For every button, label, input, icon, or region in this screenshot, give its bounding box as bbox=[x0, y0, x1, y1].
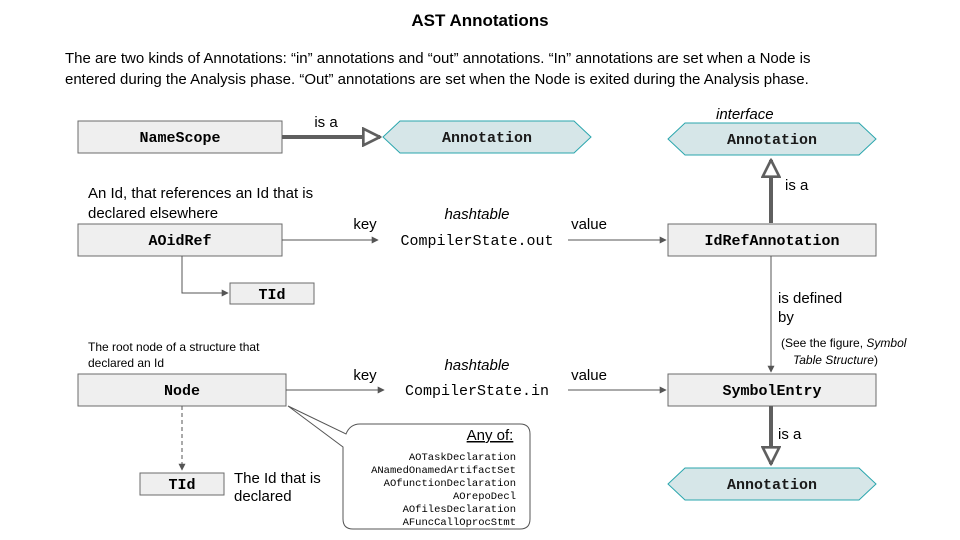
tid-desc-line-2: declared bbox=[234, 488, 292, 505]
tid-top-label: TId bbox=[258, 287, 285, 304]
callout-item: AOTaskDeclaration bbox=[409, 452, 516, 464]
tid-top-box bbox=[229, 282, 315, 305]
callout-item: AOfunctionDeclaration bbox=[384, 478, 516, 490]
page-title: AST Annotations bbox=[411, 11, 548, 30]
node-desc-line-2: declared an Id bbox=[88, 356, 164, 370]
hashtable-label-top: hashtable bbox=[444, 206, 509, 223]
annotation-hex-left-label: Annotation bbox=[442, 130, 532, 147]
is-a-label-top: is a bbox=[314, 114, 338, 131]
aoidref-tid-connector bbox=[181, 256, 229, 297]
namescope-box bbox=[77, 120, 283, 154]
compilerstate-out: CompilerState.out bbox=[400, 233, 553, 250]
idrefannotation-label: IdRefAnnotation bbox=[704, 233, 839, 250]
idrefannotation-box bbox=[667, 223, 877, 257]
namescope-label: NameScope bbox=[139, 130, 220, 147]
annotation-hex-bottom-right-label: Annotation bbox=[727, 477, 817, 494]
see-figure-italic-1: Symbol bbox=[866, 336, 906, 350]
is-a-label-right: is a bbox=[785, 177, 809, 194]
see-figure-suffix: ) bbox=[874, 353, 878, 367]
aoidref-desc-line-1: An Id, that references an Id that is bbox=[88, 185, 313, 202]
key-label-bottom: key bbox=[353, 367, 377, 384]
callout-item: AFuncCallOprocStmt bbox=[403, 517, 516, 529]
callout-item: ANamedOnamedArtifactSet bbox=[371, 465, 516, 477]
symbolentry-box bbox=[667, 373, 877, 407]
value-label-bottom: value bbox=[571, 367, 607, 384]
callout-item: AOrepoDecl bbox=[453, 491, 516, 503]
symbolentry-label: SymbolEntry bbox=[722, 383, 821, 400]
see-figure-line-2: Table Structure) bbox=[793, 353, 878, 367]
tid-desc-line-1: The Id that is bbox=[234, 470, 321, 487]
callout-item: AOfilesDeclaration bbox=[403, 504, 516, 516]
key-label-top: key bbox=[353, 216, 377, 233]
see-figure-prefix: (See the figure, bbox=[781, 336, 866, 350]
callout-heading: Any of: bbox=[467, 427, 514, 444]
is-defined-label-line-1: is defined bbox=[778, 290, 842, 307]
is-defined-label-line-2: by bbox=[778, 309, 794, 326]
node-desc-line-1: The root node of a structure that bbox=[88, 340, 260, 354]
annotation-hex-left bbox=[382, 120, 592, 154]
is-a-label-bottom: is a bbox=[778, 426, 802, 443]
intro-line-1: The are two kinds of Annotations: “in” a… bbox=[65, 50, 810, 67]
intro-line-2: entered during the Analysis phase. “Out”… bbox=[65, 71, 809, 88]
compilerstate-in: CompilerState.in bbox=[405, 383, 549, 400]
interface-label: interface bbox=[716, 106, 774, 123]
aoidref-desc-line-2: declared elsewhere bbox=[88, 205, 218, 222]
callout-bubble bbox=[287, 405, 531, 530]
node-label: Node bbox=[164, 383, 200, 400]
see-figure-line-1: (See the figure, Symbol bbox=[781, 336, 907, 350]
hashtable-label-bottom: hashtable bbox=[444, 357, 509, 374]
see-figure-italic-2: Table Structure bbox=[793, 353, 874, 367]
annotation-hex-top-right-label: Annotation bbox=[727, 132, 817, 149]
aoidref-box bbox=[77, 223, 283, 257]
annotation-hex-top-right bbox=[667, 122, 877, 156]
annotation-hex-bottom-right bbox=[667, 467, 877, 501]
tid-bottom-box bbox=[139, 472, 225, 496]
value-label-top: value bbox=[571, 216, 607, 233]
tid-bottom-label: TId bbox=[168, 477, 195, 494]
aoidref-label: AOidRef bbox=[148, 233, 211, 250]
